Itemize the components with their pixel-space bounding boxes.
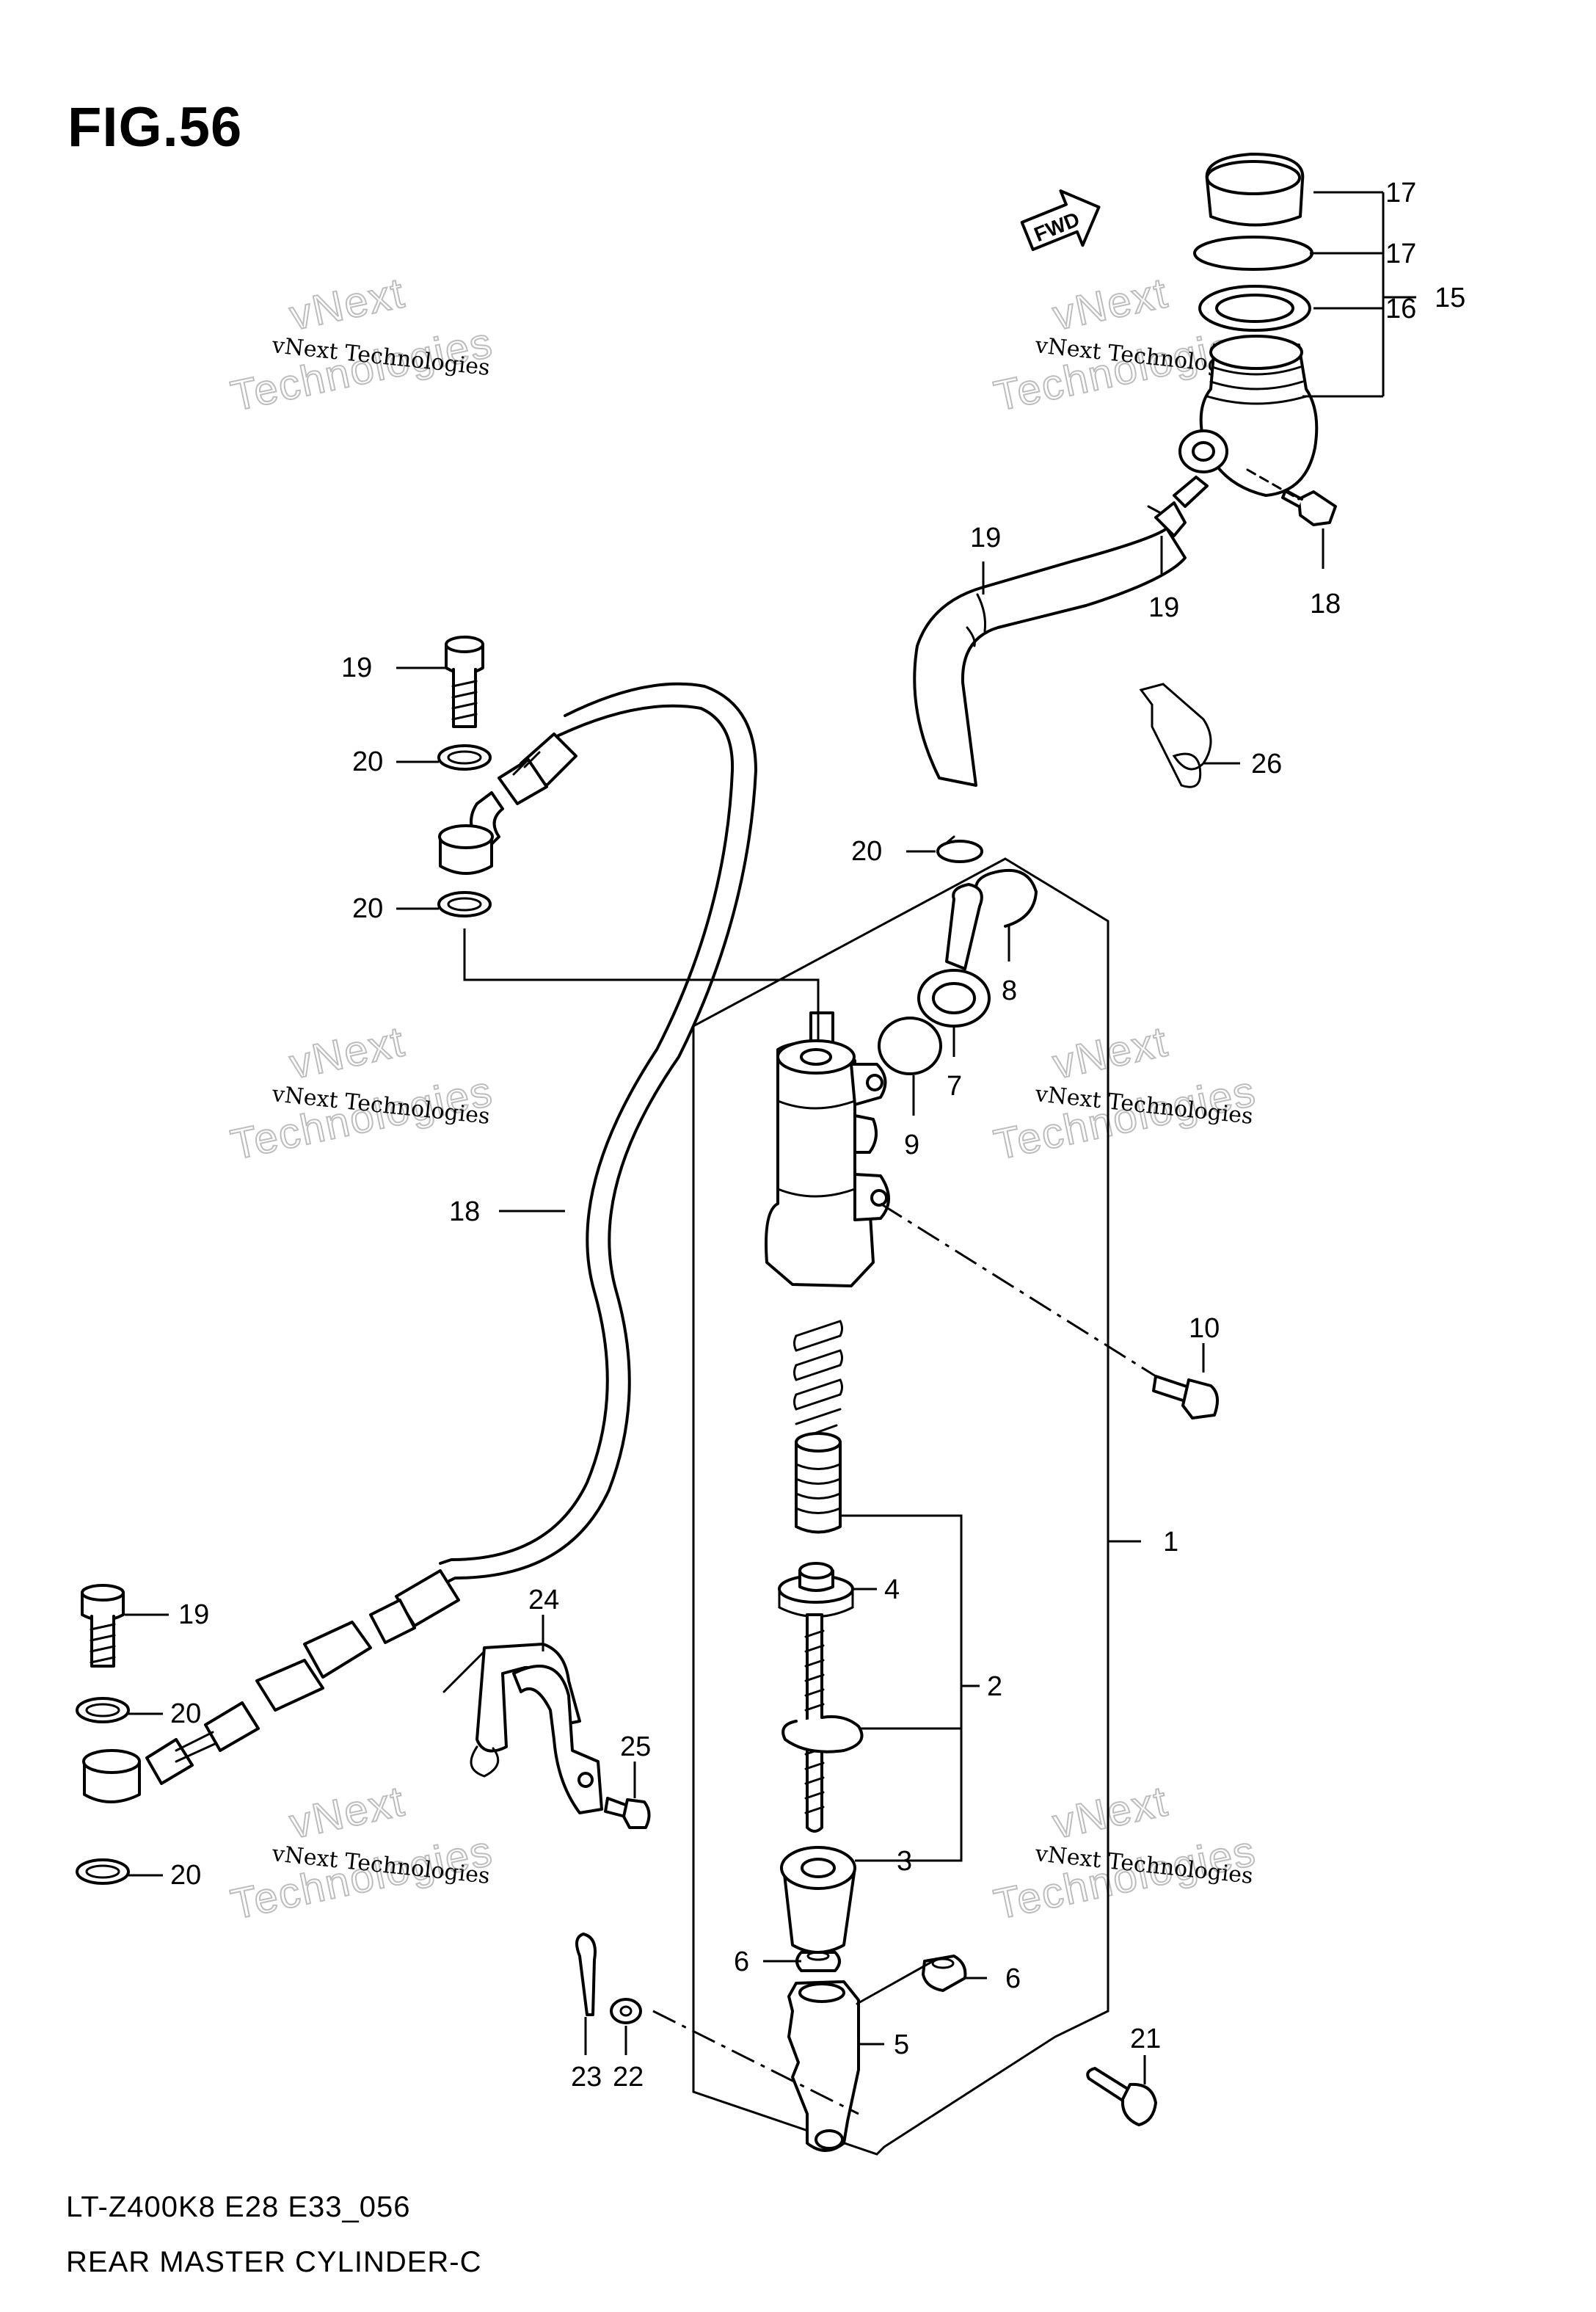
master-cylinder-body	[765, 1011, 890, 1287]
lock-nut-right	[922, 1955, 967, 1992]
inlet-pipe	[917, 883, 991, 1028]
callout-21: 21	[1130, 2024, 1161, 2054]
callout-19a: 19	[341, 652, 372, 683]
reservoir-diaphragm-plate	[1193, 236, 1313, 271]
callout-labels: 17 17 16 15 18 19 19 26 20 8 7 9 10 1 2 …	[170, 178, 1465, 2093]
callout-25: 25	[620, 1731, 651, 1762]
watermark-bottom-left: vNext Technologies vNext Technologies	[226, 1776, 498, 1929]
figure-name: REAR MASTER CYLINDER-C	[66, 2246, 482, 2278]
watermark-text: vNext	[1049, 1777, 1172, 1847]
figure-title: FIG.56	[68, 96, 243, 159]
callout-11: 15	[1435, 283, 1465, 313]
hose-guide-bracket	[442, 1643, 603, 1814]
leader-lines	[125, 191, 1416, 2084]
hose-clamp-upper	[1147, 501, 1187, 537]
banjo-bolt-upper	[445, 636, 484, 728]
snap-ring-8	[974, 868, 1038, 928]
banjo-bolt-lower	[81, 1584, 125, 1668]
callout-20a: 20	[352, 746, 383, 777]
washer-22	[610, 1998, 642, 2024]
callout-20c: 20	[170, 1698, 201, 1729]
callout-2: 2	[987, 1671, 1002, 1702]
return-spring	[793, 1320, 843, 1440]
banjo-eye-upper	[438, 824, 494, 875]
piston-cup-assembly	[795, 1432, 842, 1534]
callout-14: 17	[1385, 178, 1416, 208]
lock-nut-left	[795, 1951, 841, 1972]
callout-7: 7	[947, 1071, 962, 1102]
crush-washer-lower-a	[76, 1697, 130, 1723]
watermark-mid-left: vNext Technologies vNext Technologies	[226, 1017, 498, 1169]
reservoir-cap	[1205, 153, 1305, 227]
watermark-mid-right: vNext Technologies vNext Technologies	[989, 1017, 1261, 1169]
watermark-bottom-right: vNext Technologies vNext Technologies	[989, 1776, 1261, 1929]
callout-18: 18	[449, 1196, 480, 1227]
watermark-text: vNext	[285, 1017, 409, 1088]
callout-5: 5	[894, 2029, 909, 2060]
callout-4: 4	[884, 1574, 900, 1605]
brake-hose	[439, 682, 757, 1587]
reservoir-tank	[1173, 335, 1319, 508]
callout-24: 24	[528, 1585, 559, 1615]
push-rod	[778, 1562, 854, 1833]
watermark-text: vNext	[1049, 1017, 1172, 1088]
watermark-text: vNext	[285, 269, 409, 339]
clevis-pin	[1086, 2067, 1157, 2126]
circlip	[781, 1715, 864, 1753]
callout-9: 9	[904, 1130, 919, 1160]
crush-washer-upper-a	[437, 744, 492, 771]
callout-12: 16	[1385, 294, 1416, 324]
callout-6a: 6	[734, 1946, 749, 1977]
callout-8: 8	[1002, 975, 1017, 1006]
callout-10: 10	[1189, 1313, 1220, 1344]
callout-1: 1	[1163, 1527, 1178, 1557]
pin-alignment-line	[652, 2010, 859, 2115]
guide-bolt	[604, 1797, 651, 1829]
callout-6b: 6	[1005, 1963, 1021, 1994]
reservoir-bolt	[1246, 468, 1337, 526]
callout-15: 18	[1310, 589, 1341, 619]
callout-17b: 20	[851, 836, 882, 867]
mounting-bolt-10	[880, 1202, 1219, 1419]
reservoir-diaphragm	[1198, 285, 1311, 332]
forward-arrow-icon: FWD	[1020, 189, 1101, 252]
hose-clamp-lower	[936, 835, 983, 863]
reservoir-hose	[913, 527, 1187, 787]
watermark-text: vNext	[285, 1777, 409, 1847]
o-ring-9	[878, 1017, 942, 1075]
callout-3: 3	[897, 1846, 912, 1877]
callout-20b: 20	[352, 893, 383, 924]
callout-23: 23	[571, 2062, 602, 2093]
crush-washer-lower-b	[76, 1858, 130, 1885]
callout-17a: 19	[1148, 592, 1179, 623]
callout-19b: 19	[178, 1599, 209, 1630]
clevis	[787, 1958, 937, 2152]
callout-16: 19	[970, 523, 1001, 553]
dust-boot	[780, 1846, 856, 1954]
figure-code: LT-Z400K8 E28 E33_056	[66, 2191, 411, 2223]
callout-13: 17	[1385, 239, 1416, 269]
banjo-eye-lower	[82, 1749, 141, 1803]
spring-clip	[1139, 683, 1212, 788]
callout-20d: 20	[170, 1860, 201, 1891]
banjo-alignment-line	[463, 928, 820, 1042]
crush-washer-upper-b	[437, 891, 492, 917]
callout-22: 22	[613, 2062, 644, 2093]
callout-26: 26	[1251, 749, 1282, 779]
cotter-pin	[575, 1933, 597, 2016]
watermark-text: vNext	[1049, 269, 1172, 339]
assembly-outline	[692, 857, 1109, 2156]
hose-banjo-lower	[145, 1569, 460, 1785]
watermark-top-left: vNext Technologies vNext Technologies	[226, 268, 498, 421]
